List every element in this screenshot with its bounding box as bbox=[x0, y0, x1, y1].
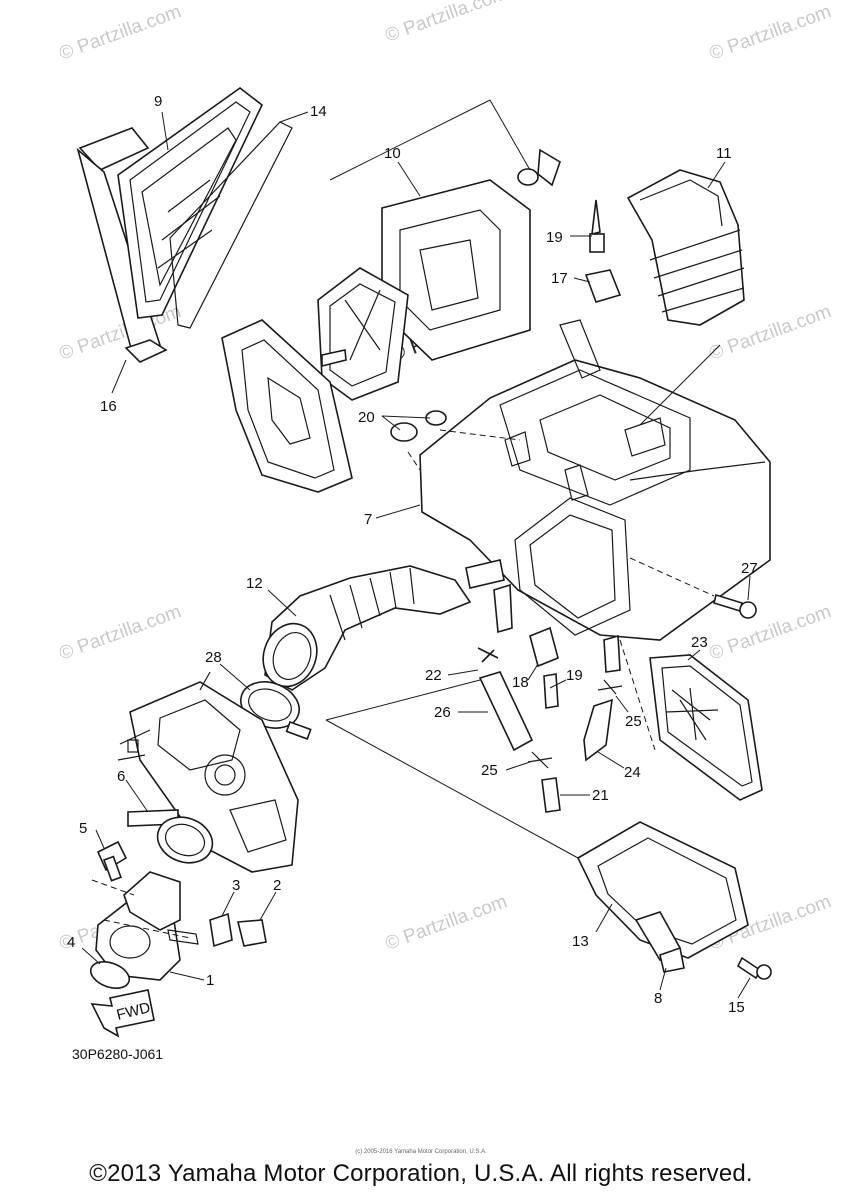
callout-11: 11 bbox=[716, 145, 732, 162]
callout-12: 12 bbox=[246, 575, 263, 592]
callout-9: 9 bbox=[154, 93, 162, 110]
filter-frame-outer bbox=[221, 319, 353, 493]
callout-26: 26 bbox=[434, 704, 451, 721]
filter-cage bbox=[317, 267, 409, 401]
callout-19b: 19 bbox=[566, 667, 583, 684]
watermark: © Partzilla.com bbox=[57, 1, 184, 65]
callout-14: 14 bbox=[310, 103, 327, 120]
filter-frame bbox=[76, 87, 293, 363]
callout-15: 15 bbox=[728, 999, 745, 1016]
drain-fittings bbox=[465, 559, 623, 813]
callout-5: 5 bbox=[79, 820, 87, 837]
callout-27: 27 bbox=[741, 560, 758, 577]
leader-lines bbox=[81, 99, 751, 999]
intake-duct bbox=[626, 169, 745, 326]
small-caps bbox=[209, 912, 267, 948]
callout-25: 25 bbox=[625, 713, 642, 730]
catalog-code: 30P6280-J061 bbox=[72, 1046, 164, 1062]
callout-22: 22 bbox=[425, 667, 442, 684]
o-ring bbox=[89, 961, 131, 989]
lower-cover bbox=[576, 821, 772, 980]
watermark: © Partzilla.com bbox=[707, 1, 834, 65]
small-credit: (c) 2005-2016 Yamaha Motor Corporation, … bbox=[355, 1149, 487, 1155]
callout-7: 7 bbox=[364, 511, 372, 528]
callout-2: 2 bbox=[273, 877, 281, 894]
assembly-lines bbox=[91, 429, 715, 939]
callout-19: 19 bbox=[546, 229, 563, 246]
callout-10: 10 bbox=[384, 145, 401, 162]
small-fasteners-top bbox=[390, 148, 622, 442]
fwd-arrow: FWD bbox=[90, 989, 155, 1038]
callout-8: 8 bbox=[654, 990, 662, 1007]
bolt-27 bbox=[713, 593, 757, 619]
callout-17: 17 bbox=[551, 270, 568, 287]
throttle-body bbox=[117, 671, 299, 873]
watermark: © Partzilla.com bbox=[57, 601, 184, 665]
watermark: © Partzilla.com bbox=[383, 0, 510, 47]
callout-23: 23 bbox=[691, 634, 708, 651]
callout-21: 21 bbox=[592, 787, 609, 804]
callout-16: 16 bbox=[100, 398, 117, 415]
callout-28: 28 bbox=[205, 649, 222, 666]
callout-25b: 25 bbox=[481, 762, 498, 779]
copyright-notice: ©2013 Yamaha Motor Corporation, U.S.A. A… bbox=[89, 1160, 753, 1187]
callout-4: 4 bbox=[67, 934, 75, 951]
bolt bbox=[96, 840, 128, 882]
side-cover bbox=[649, 654, 763, 801]
callout-20: 20 bbox=[358, 409, 375, 426]
callout-6: 6 bbox=[117, 768, 125, 785]
callout-3: 3 bbox=[232, 877, 240, 894]
intake-hose bbox=[262, 565, 472, 691]
callout-1: 1 bbox=[206, 972, 214, 989]
watermark: © Partzilla.com bbox=[707, 601, 834, 665]
callout-18: 18 bbox=[512, 674, 529, 691]
manifold-clamp bbox=[127, 809, 214, 864]
callout-13: 13 bbox=[572, 933, 589, 950]
manifold-joint bbox=[95, 871, 199, 981]
callouts: 9 14 10 11 19 17 16 20 7 12 27 28 23 22 … bbox=[67, 93, 758, 1016]
callout-24: 24 bbox=[624, 764, 641, 781]
watermark: © Partzilla.com bbox=[383, 891, 510, 955]
air-box bbox=[419, 319, 771, 641]
